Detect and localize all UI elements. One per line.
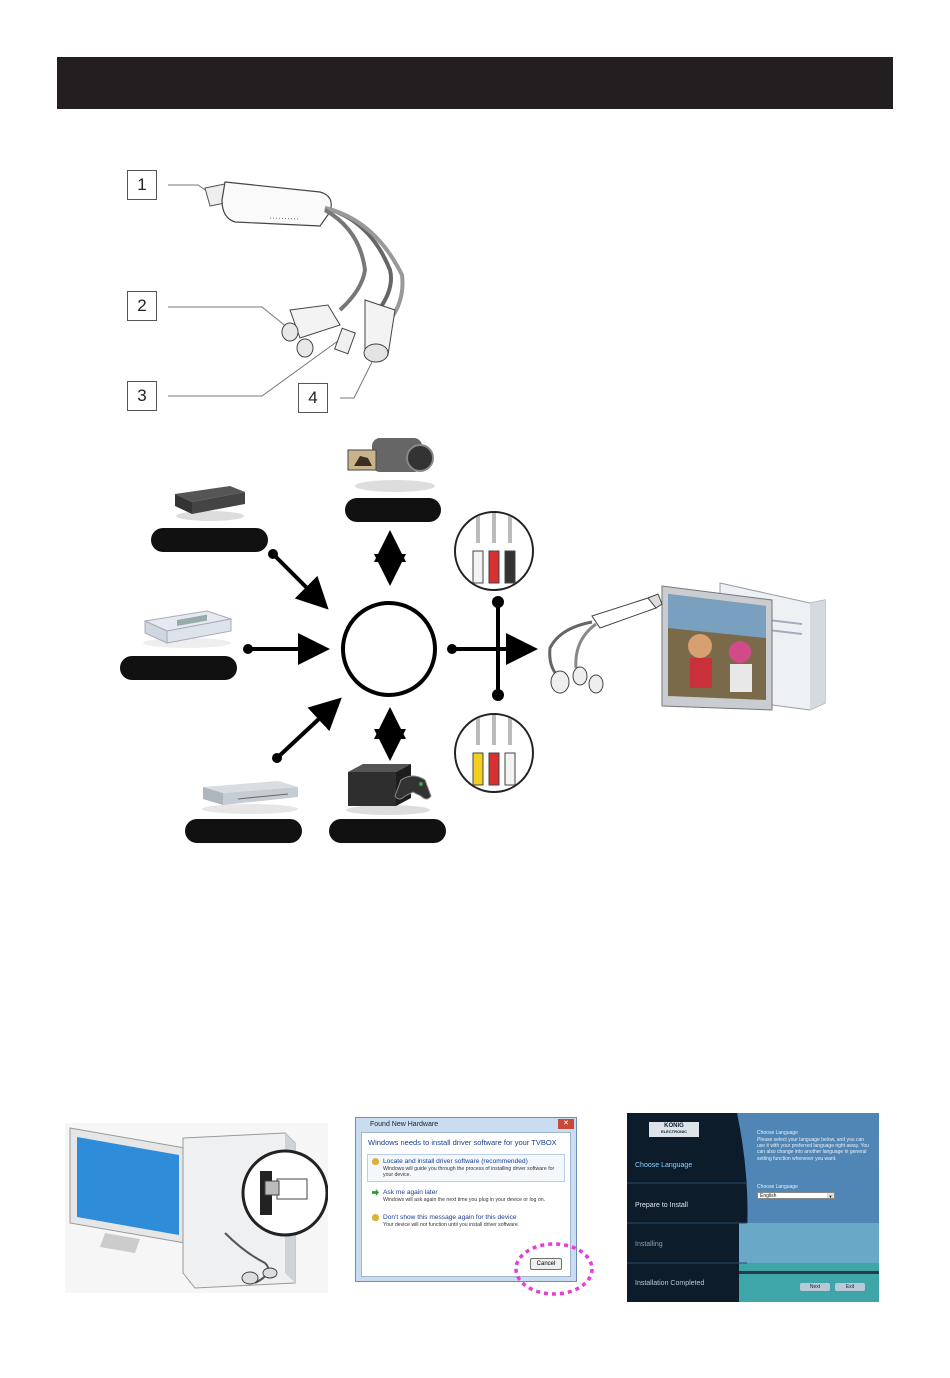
- vcr-icon: [143, 610, 233, 648]
- dialog-heading: Windows needs to install driver software…: [368, 1138, 557, 1147]
- language-select-value: English: [760, 1193, 777, 1199]
- callout-3: 3: [127, 381, 157, 411]
- av-cable-icon: [472, 715, 516, 786]
- chevron-down-icon: ▼: [827, 1193, 834, 1199]
- dvd-player-icon: [202, 781, 298, 814]
- av-cable-icon: [472, 513, 516, 584]
- logo-subtext: ELECTRONIC: [661, 1129, 687, 1134]
- step-installing[interactable]: Installing: [635, 1241, 663, 1248]
- option-dont-show[interactable]: Don't show this message again for this d…: [367, 1210, 565, 1232]
- arrow-icon: [372, 1189, 379, 1196]
- step-prepare-install[interactable]: Prepare to Install: [635, 1202, 688, 1209]
- language-select-label: Choose Language: [757, 1184, 798, 1190]
- dialog-title: Found New Hardware: [370, 1121, 439, 1128]
- device-label-camcorder: [345, 498, 441, 522]
- found-new-hardware-dialog: Found New Hardware ✕ Windows needs to in…: [355, 1117, 577, 1282]
- option-locate-install[interactable]: Locate and install driver software (reco…: [367, 1154, 565, 1182]
- callout-2: 2: [127, 291, 157, 321]
- option-title: Don't show this message again for this d…: [383, 1214, 517, 1221]
- capture-hub-circle: [341, 601, 437, 697]
- camcorder-icon: [347, 438, 435, 492]
- option-description: Windows will guide you through the proce…: [383, 1166, 555, 1178]
- composite-cable-circle-bottom: [454, 713, 534, 793]
- option-title: Ask me again later: [383, 1189, 438, 1196]
- pc-usb-connection-illustration: [65, 1123, 328, 1293]
- language-select[interactable]: English ▼: [757, 1192, 835, 1199]
- dvd-recorder-icon: [175, 486, 245, 521]
- highlight-circle: [514, 1242, 594, 1296]
- device-label-dvd-recorder: [151, 528, 268, 552]
- dialog-body: Windows needs to install driver software…: [361, 1132, 571, 1277]
- installer-background: [627, 1113, 879, 1302]
- close-icon[interactable]: ✕: [558, 1119, 574, 1129]
- konig-logo: KÖNIG ELECTRONIC: [651, 1123, 697, 1135]
- usb-cable-illustration: [168, 181, 405, 399]
- option-description: Windows will ask again the next time you…: [383, 1197, 546, 1203]
- installer-instructions: Please select your language below, and y…: [757, 1137, 869, 1162]
- step-choose-language[interactable]: Choose Language: [635, 1162, 693, 1169]
- device-label-game-console: [329, 819, 446, 843]
- next-button[interactable]: Next: [800, 1283, 830, 1291]
- shield-icon: [372, 1214, 379, 1221]
- game-console-icon: [346, 764, 432, 815]
- step-installation-completed[interactable]: Installation Completed: [635, 1280, 705, 1287]
- device-label-dvd-player: [185, 819, 302, 843]
- device-label-vcr: [120, 656, 237, 680]
- logo-text: KÖNIG: [664, 1123, 684, 1129]
- shield-icon: [372, 1158, 379, 1165]
- option-description: Your device will not function until you …: [383, 1222, 520, 1228]
- computer-with-capture-device: [548, 582, 826, 711]
- callout-label: 3: [137, 386, 147, 405]
- callout-4: 4: [298, 383, 328, 413]
- exit-button[interactable]: Exit: [835, 1283, 865, 1291]
- callout-1: 1: [127, 170, 157, 200]
- dialog-titlebar: Found New Hardware ✕: [356, 1118, 576, 1131]
- installer-heading: Choose Language: [757, 1130, 798, 1136]
- header-bar: [57, 57, 893, 109]
- callout-label: 1: [137, 175, 147, 194]
- option-ask-later[interactable]: Ask me again later Windows will ask agai…: [367, 1185, 565, 1207]
- option-title: Locate and install driver software (reco…: [383, 1158, 528, 1165]
- konig-installer-window: KÖNIG ELECTRONIC Choose Language Prepare…: [627, 1113, 879, 1302]
- callout-label: 4: [308, 388, 318, 407]
- cancel-button[interactable]: Cancel: [530, 1258, 562, 1270]
- composite-cable-circle-top: [454, 511, 534, 591]
- callout-label: 2: [137, 296, 147, 315]
- connection-diagram: [243, 530, 538, 763]
